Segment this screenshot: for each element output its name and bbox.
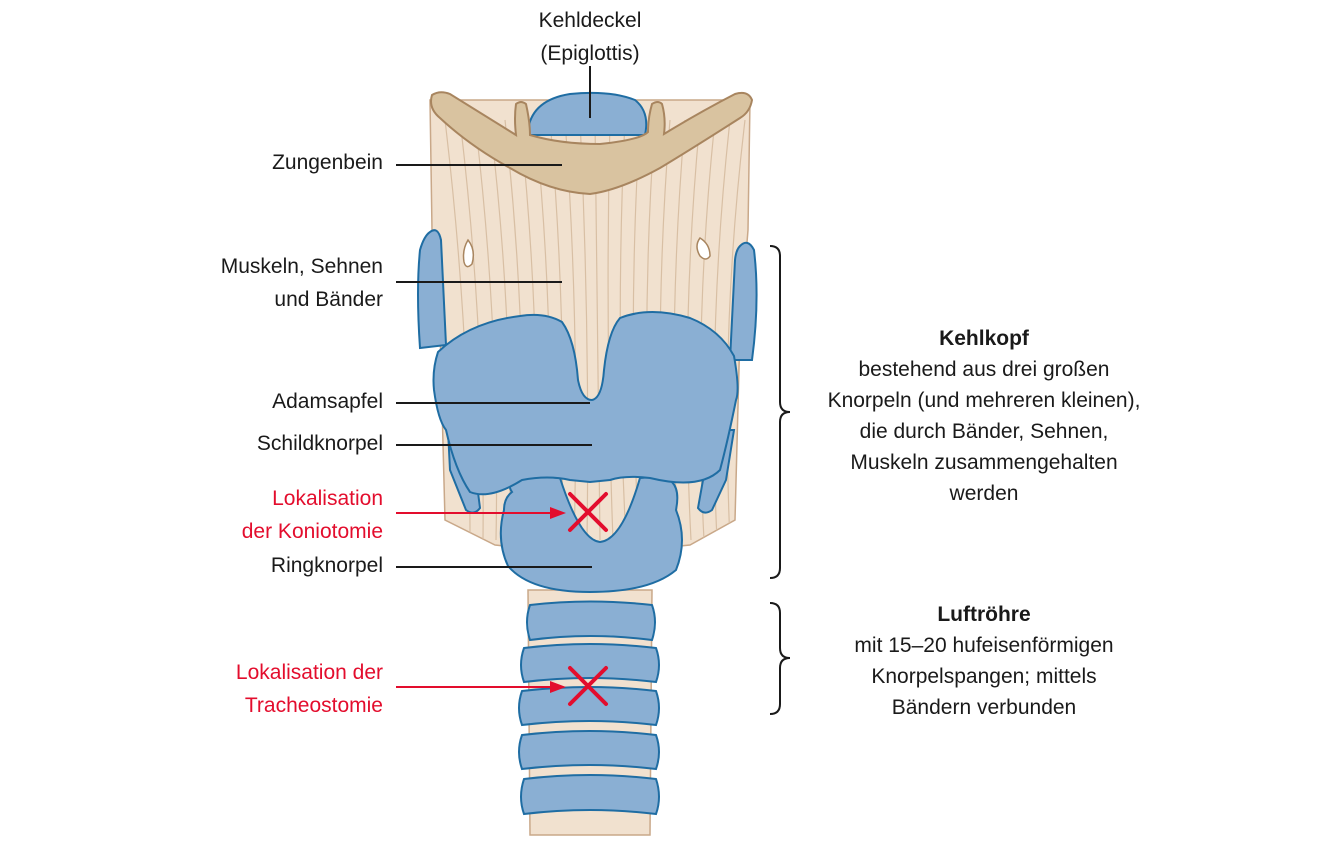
red-arrows <box>396 507 566 693</box>
label-adams-apple: Adamsapfel <box>272 390 383 413</box>
trachea-title: Luftröhre <box>937 603 1031 626</box>
trachea-text: mit 15–20 hufeisenförmigen Knorpelspange… <box>854 634 1114 719</box>
epiglottis <box>526 91 648 136</box>
foramen-right <box>696 237 711 260</box>
larynx-title: Kehlkopf <box>939 327 1029 350</box>
koniotomy-marker <box>568 492 608 532</box>
thyroid-horn-left <box>417 229 448 350</box>
label-muscles: Muskeln, Sehnen und Bänder <box>220 255 383 311</box>
tracheal-ring <box>526 600 656 642</box>
label-hyoid: Zungenbein <box>272 151 383 174</box>
tracheal-ring <box>520 643 660 684</box>
label-epiglottis: Kehldeckel (Epiglottis) <box>538 9 642 65</box>
larynx-text: bestehend aus drei großen Knorpeln (und … <box>827 358 1141 505</box>
label-koniotomy: Lokalisation der Koniotomie <box>241 487 383 543</box>
foramen-left <box>462 238 475 268</box>
tracheal-ring <box>518 686 660 727</box>
label-tracheostomy: Lokalisation der Tracheostomie <box>235 661 383 717</box>
label-cricoid-cartilage: Ringknorpel <box>270 554 383 577</box>
tracheal-ring <box>518 730 660 771</box>
thyroid-horn-right <box>728 241 758 361</box>
brace-trachea <box>769 602 791 715</box>
tracheostomy-marker <box>568 666 608 706</box>
brace-larynx <box>769 245 791 579</box>
larynx-description: Kehlkopf bestehend aus drei großen Knorp… <box>784 323 1184 509</box>
label-thyroid-cartilage: Schildknorpel <box>256 432 383 455</box>
tracheal-ring <box>520 774 660 816</box>
tracheal-rings <box>518 600 660 816</box>
trachea-description: Luftröhre mit 15–20 hufeisenförmigen Kno… <box>784 599 1184 723</box>
hyoid-bone <box>430 91 754 196</box>
leader-lines <box>396 66 592 568</box>
